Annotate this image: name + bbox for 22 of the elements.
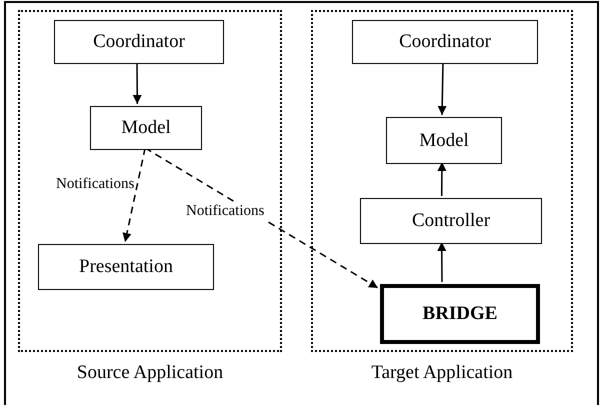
- component-name: Presentation: [79, 256, 173, 278]
- group-title: Source Application: [76, 362, 224, 384]
- component-box: [90, 106, 202, 150]
- component-name: Controller: [412, 210, 490, 232]
- component-name: Coordinator: [93, 31, 185, 53]
- component-box: [54, 20, 224, 64]
- group-title: Target Application: [370, 362, 514, 384]
- component-name: Model: [419, 130, 469, 152]
- arrow: [437, 162, 446, 196]
- arrow: [132, 62, 142, 104]
- component-name: Coordinator: [399, 31, 491, 53]
- component-box: [360, 198, 542, 244]
- component-box: [380, 284, 540, 344]
- edge-label: Notifications: [185, 203, 266, 220]
- component-name: BRIDGE: [422, 303, 498, 325]
- component-box: [38, 244, 214, 290]
- arrow: [122, 148, 146, 242]
- component-box: [352, 20, 538, 64]
- arrow: [438, 62, 447, 116]
- arrow: [437, 242, 446, 282]
- component-box: [386, 117, 502, 164]
- component-name: Model: [121, 117, 171, 139]
